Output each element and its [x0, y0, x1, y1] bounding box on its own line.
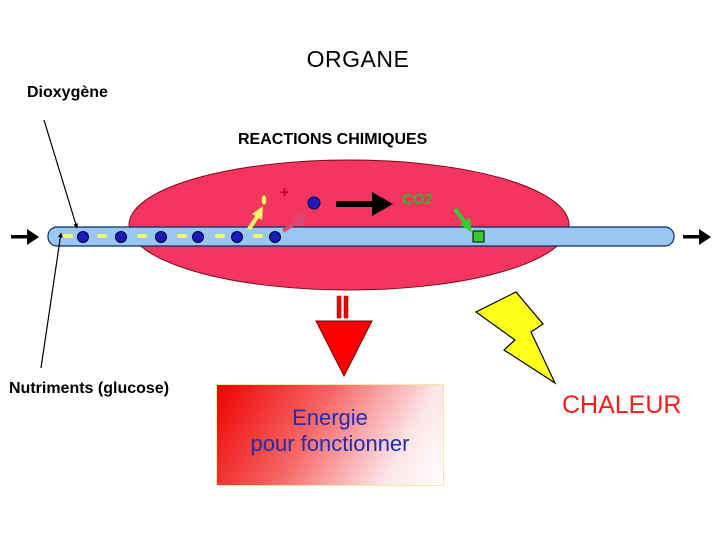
reaction-arrow — [336, 192, 393, 216]
co2-molecule — [472, 230, 485, 243]
glucose-molecule — [261, 194, 267, 206]
energy-box: Energie pour fonctionner — [216, 384, 444, 486]
glucose-uptake-arrow — [247, 206, 263, 231]
co2-label: CO2 — [402, 191, 433, 208]
plus-sign: + — [280, 184, 289, 201]
dioxygen-pointer-line — [43, 119, 79, 229]
blood-vessel — [47, 226, 675, 247]
glucose-dashes — [63, 234, 263, 238]
energy-line-1: Energie — [292, 405, 368, 430]
nutrients-label: Nutriments (glucose) — [9, 380, 170, 397]
vessel-inflow-arrow — [11, 229, 39, 245]
vessel-outflow-arrow — [683, 229, 711, 245]
oxygen-molecules — [77, 231, 281, 243]
lightning-bolt-icon — [474, 291, 557, 385]
energy-line-2: pour fonctionner — [250, 431, 410, 456]
co2-release-arrow — [453, 207, 472, 233]
reactions-label: REACTIONS CHIMIQUES — [238, 131, 428, 148]
nutrients-pointer-line — [40, 232, 63, 369]
oxygen-uptake-arrow — [281, 214, 307, 233]
energy-arrow — [315, 295, 373, 378]
dioxygen-label: Dioxygène — [27, 84, 108, 101]
heat-label: CHALEUR — [562, 391, 682, 419]
energy-text: Energie pour fonctionner — [217, 405, 443, 457]
page-title: ORGANE — [306, 46, 410, 72]
oxygen-molecule-reaction — [307, 196, 321, 210]
organ-ellipse — [128, 159, 570, 291]
